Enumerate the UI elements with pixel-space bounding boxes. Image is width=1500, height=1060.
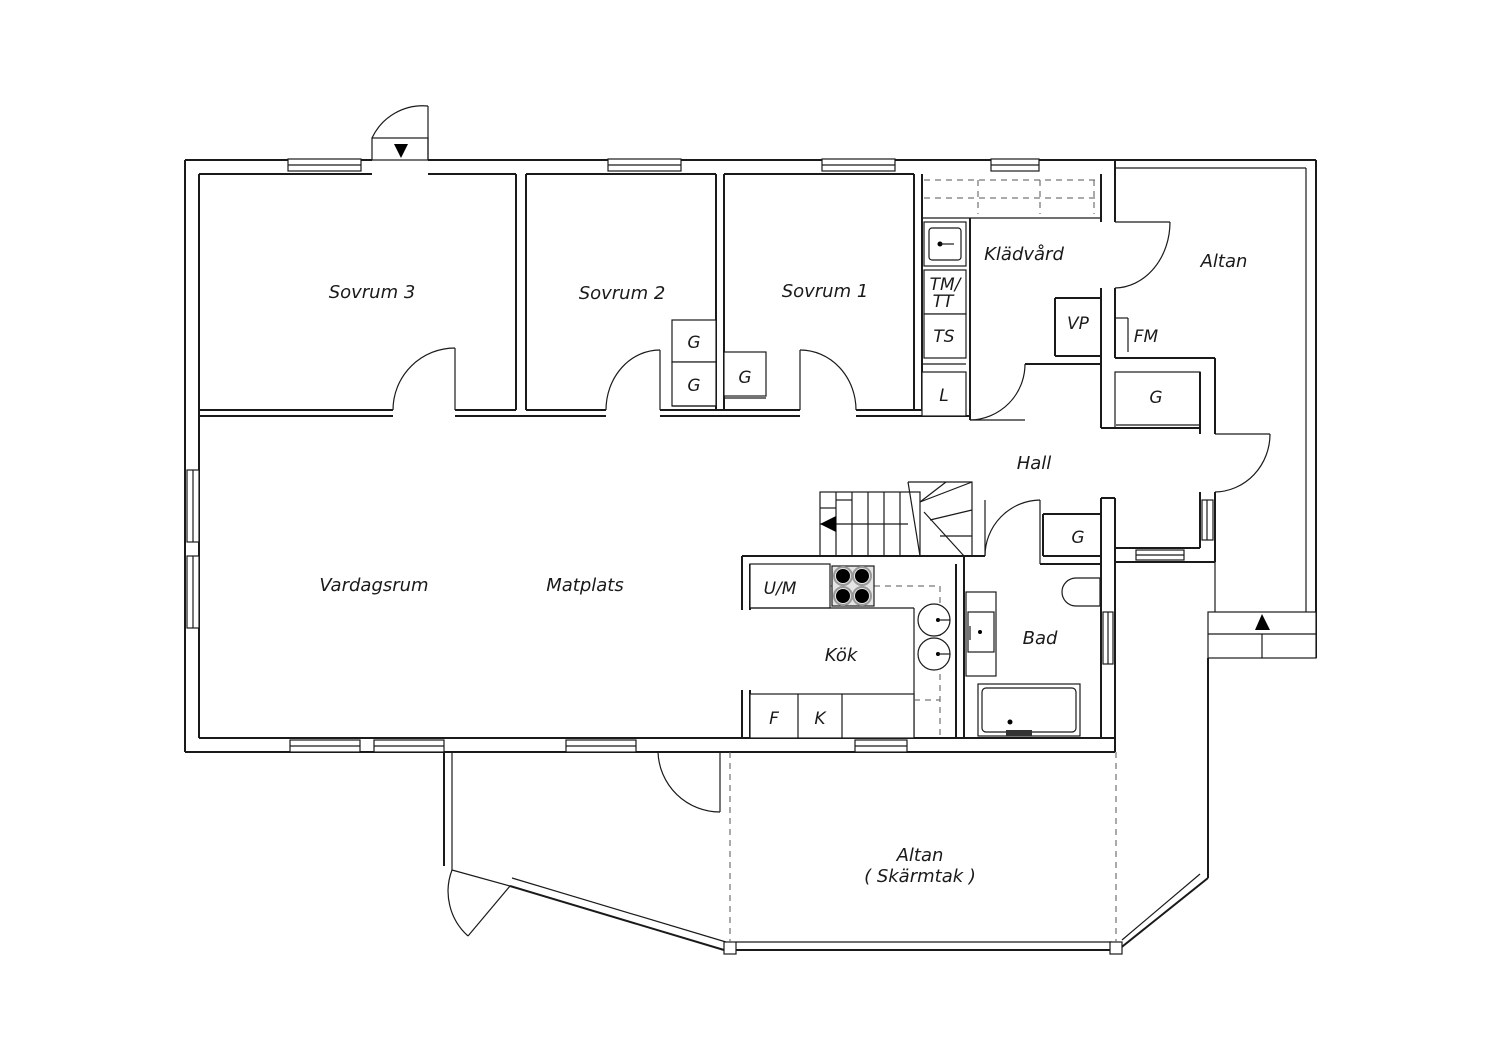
room-kok: Kök bbox=[825, 645, 859, 666]
room-altan-south-sub: ( Skärmtak ) bbox=[864, 866, 976, 887]
room-bad: Bad bbox=[1023, 628, 1058, 649]
label-l: L bbox=[939, 386, 948, 406]
staircase bbox=[819, 481, 973, 557]
label-um: U/M bbox=[764, 579, 797, 599]
room-sovrum-2: Sovrum 2 bbox=[579, 283, 666, 304]
label-tm: TM/ bbox=[930, 275, 963, 295]
doors bbox=[371, 105, 1271, 937]
east-altan bbox=[1115, 159, 1317, 878]
label-g-hall: G bbox=[1071, 528, 1084, 548]
label-f: F bbox=[769, 709, 779, 729]
room-matplats: Matplats bbox=[546, 575, 624, 596]
entry-arrow-icon bbox=[394, 144, 408, 158]
laundry-fixtures bbox=[921, 179, 1100, 417]
label-vp: VP bbox=[1067, 314, 1090, 334]
bathroom bbox=[965, 577, 1101, 737]
label-k: K bbox=[814, 709, 827, 729]
label-g-sovrum1: G bbox=[738, 368, 751, 388]
closets bbox=[671, 317, 1200, 426]
windows bbox=[186, 158, 1214, 753]
east-entry-arrow-icon bbox=[1255, 614, 1270, 630]
kitchen bbox=[749, 563, 951, 739]
label-g-sovrum2-b: G bbox=[687, 376, 700, 396]
label-g-sovrum2-a: G bbox=[687, 333, 700, 353]
stair-arrow-icon bbox=[820, 516, 836, 532]
room-altan-south: Altan bbox=[896, 845, 944, 866]
south-altan bbox=[443, 752, 1209, 955]
label-ts: TS bbox=[933, 327, 954, 347]
room-hall: Hall bbox=[1017, 453, 1052, 474]
label-g-hall-closet: G bbox=[1149, 388, 1162, 408]
room-labels: Sovrum 3 Sovrum 2 Sovrum 1 Klädvård Alta… bbox=[319, 244, 1247, 887]
room-kladvard: Klädvård bbox=[984, 244, 1064, 265]
room-altan-east: Altan bbox=[1200, 251, 1248, 272]
fixture-labels: G G G TM/ TT TS L VP FM G G U/M F K bbox=[687, 275, 1162, 729]
room-sovrum-1: Sovrum 1 bbox=[782, 281, 869, 302]
room-sovrum-3: Sovrum 3 bbox=[329, 282, 416, 303]
label-tt: TT bbox=[933, 292, 955, 312]
room-vardagsrum: Vardagsrum bbox=[319, 575, 428, 596]
label-fm: FM bbox=[1134, 327, 1159, 347]
